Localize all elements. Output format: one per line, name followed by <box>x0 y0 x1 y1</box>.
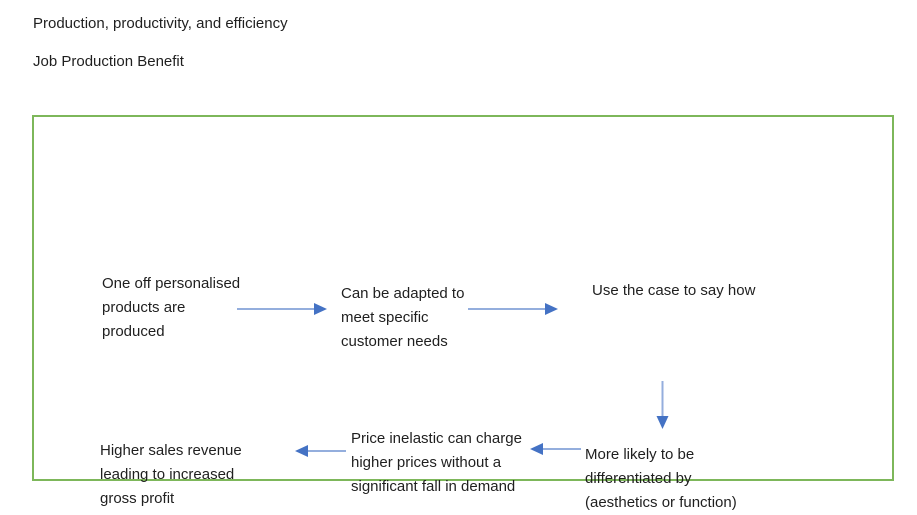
flow-node-line: One off personalised <box>102 275 241 292</box>
flow-node-higher-sales: Higher sales revenue leading to increase… <box>100 439 242 511</box>
flow-node-price-inelastic: Price inelastic can charge higher prices… <box>351 427 522 499</box>
flow-node-differentiated: More likely to be differentiated by (aes… <box>585 443 737 515</box>
flow-node-line: produced <box>102 323 165 340</box>
flow-node-line: higher prices without a <box>351 454 502 471</box>
arrow-left-icon <box>530 443 581 455</box>
flow-node-line: Price inelastic can charge <box>351 430 522 447</box>
flowchart-frame: One off personalised products are produc… <box>32 115 894 511</box>
arrow-right-icon <box>237 303 327 315</box>
flow-node-line: differentiated by <box>585 470 692 487</box>
arrow-left-icon <box>295 445 346 457</box>
flow-node-line: products are <box>102 299 186 316</box>
flow-node-adapted-to-needs: Can be adapted to meet specific customer… <box>341 282 464 354</box>
flow-node-line: customer needs <box>341 333 448 350</box>
arrow-down-icon <box>656 381 669 429</box>
flow-node-one-off-products: One off personalised products are produc… <box>102 272 240 344</box>
flow-node-line: significant fall in demand <box>351 478 516 495</box>
flow-node-line: meet specific <box>341 309 429 326</box>
flow-node-line: Higher sales revenue <box>100 442 242 459</box>
flow-node-line: Use the case to say how <box>592 282 756 299</box>
flow-node-line: Can be adapted to <box>341 285 465 302</box>
flow-node-use-case: Use the case to say how <box>592 279 755 303</box>
flow-node-line: leading to increased <box>100 466 235 483</box>
page-subtitle: Job Production Benefit <box>33 53 184 70</box>
flow-node-line: (aesthetics or function) <box>585 494 737 511</box>
flow-node-line: gross profit <box>100 490 175 507</box>
page-title: Production, productivity, and efficiency <box>33 15 288 32</box>
arrow-right-icon <box>468 303 558 315</box>
flow-node-line: More likely to be <box>585 446 695 463</box>
document-page: { "document": { "heading": "Production, … <box>32 15 894 511</box>
